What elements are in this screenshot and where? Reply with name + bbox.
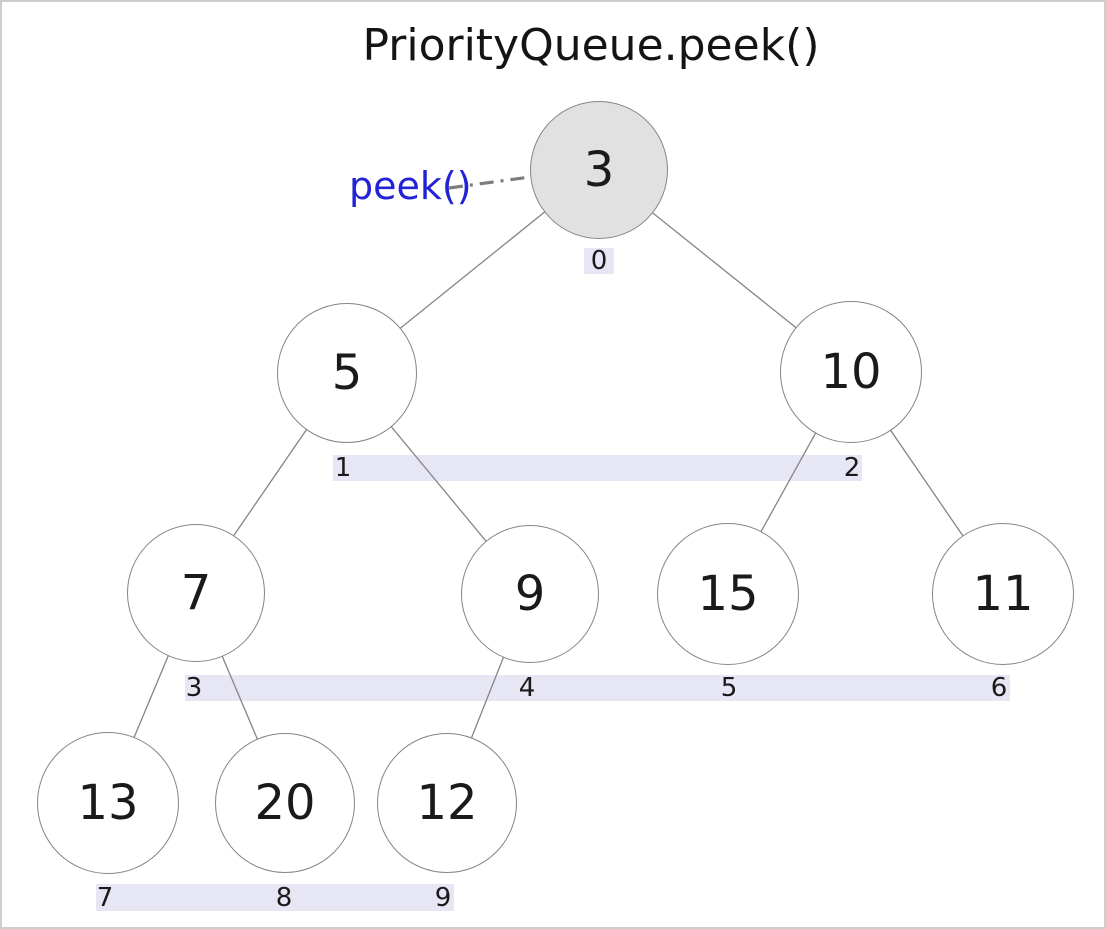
peek-label: peek() [349, 164, 472, 208]
index-label-1: 1 [334, 453, 352, 483]
heap-node-8: 20 [215, 733, 355, 873]
index-band-level-2 [185, 675, 1010, 701]
heap-node-7: 13 [37, 732, 179, 874]
heap-node-0-root: 3 [530, 101, 668, 239]
heap-node-5: 15 [657, 523, 799, 665]
heap-node-3: 7 [127, 524, 265, 662]
node-value: 9 [514, 566, 546, 622]
heap-node-1: 5 [277, 303, 417, 443]
index-label-4: 4 [518, 673, 536, 703]
node-value: 15 [697, 566, 759, 622]
node-value: 11 [972, 566, 1034, 622]
index-label-3: 3 [185, 673, 203, 703]
index-band-level-0 [584, 248, 614, 274]
index-band-level-3 [96, 884, 454, 911]
heap-node-6: 11 [932, 523, 1074, 665]
node-value: 12 [416, 775, 478, 831]
index-label-8: 8 [275, 883, 293, 913]
heap-node-4: 9 [461, 525, 599, 663]
node-value: 3 [583, 142, 615, 198]
index-label-2: 2 [843, 453, 861, 483]
node-value: 5 [331, 345, 363, 401]
node-value: 7 [180, 565, 212, 621]
diagram-title: PriorityQueue.peek() [362, 20, 820, 71]
node-value: 20 [254, 775, 316, 831]
node-value: 10 [820, 344, 882, 400]
index-label-6: 6 [990, 673, 1008, 703]
index-label-9: 9 [434, 883, 452, 913]
heap-node-2: 10 [780, 301, 922, 443]
index-label-0: 0 [590, 246, 608, 276]
node-value: 13 [77, 775, 139, 831]
index-label-5: 5 [720, 673, 738, 703]
index-band-level-1 [333, 455, 862, 481]
index-label-7: 7 [96, 883, 114, 913]
heap-node-9: 12 [377, 733, 517, 873]
